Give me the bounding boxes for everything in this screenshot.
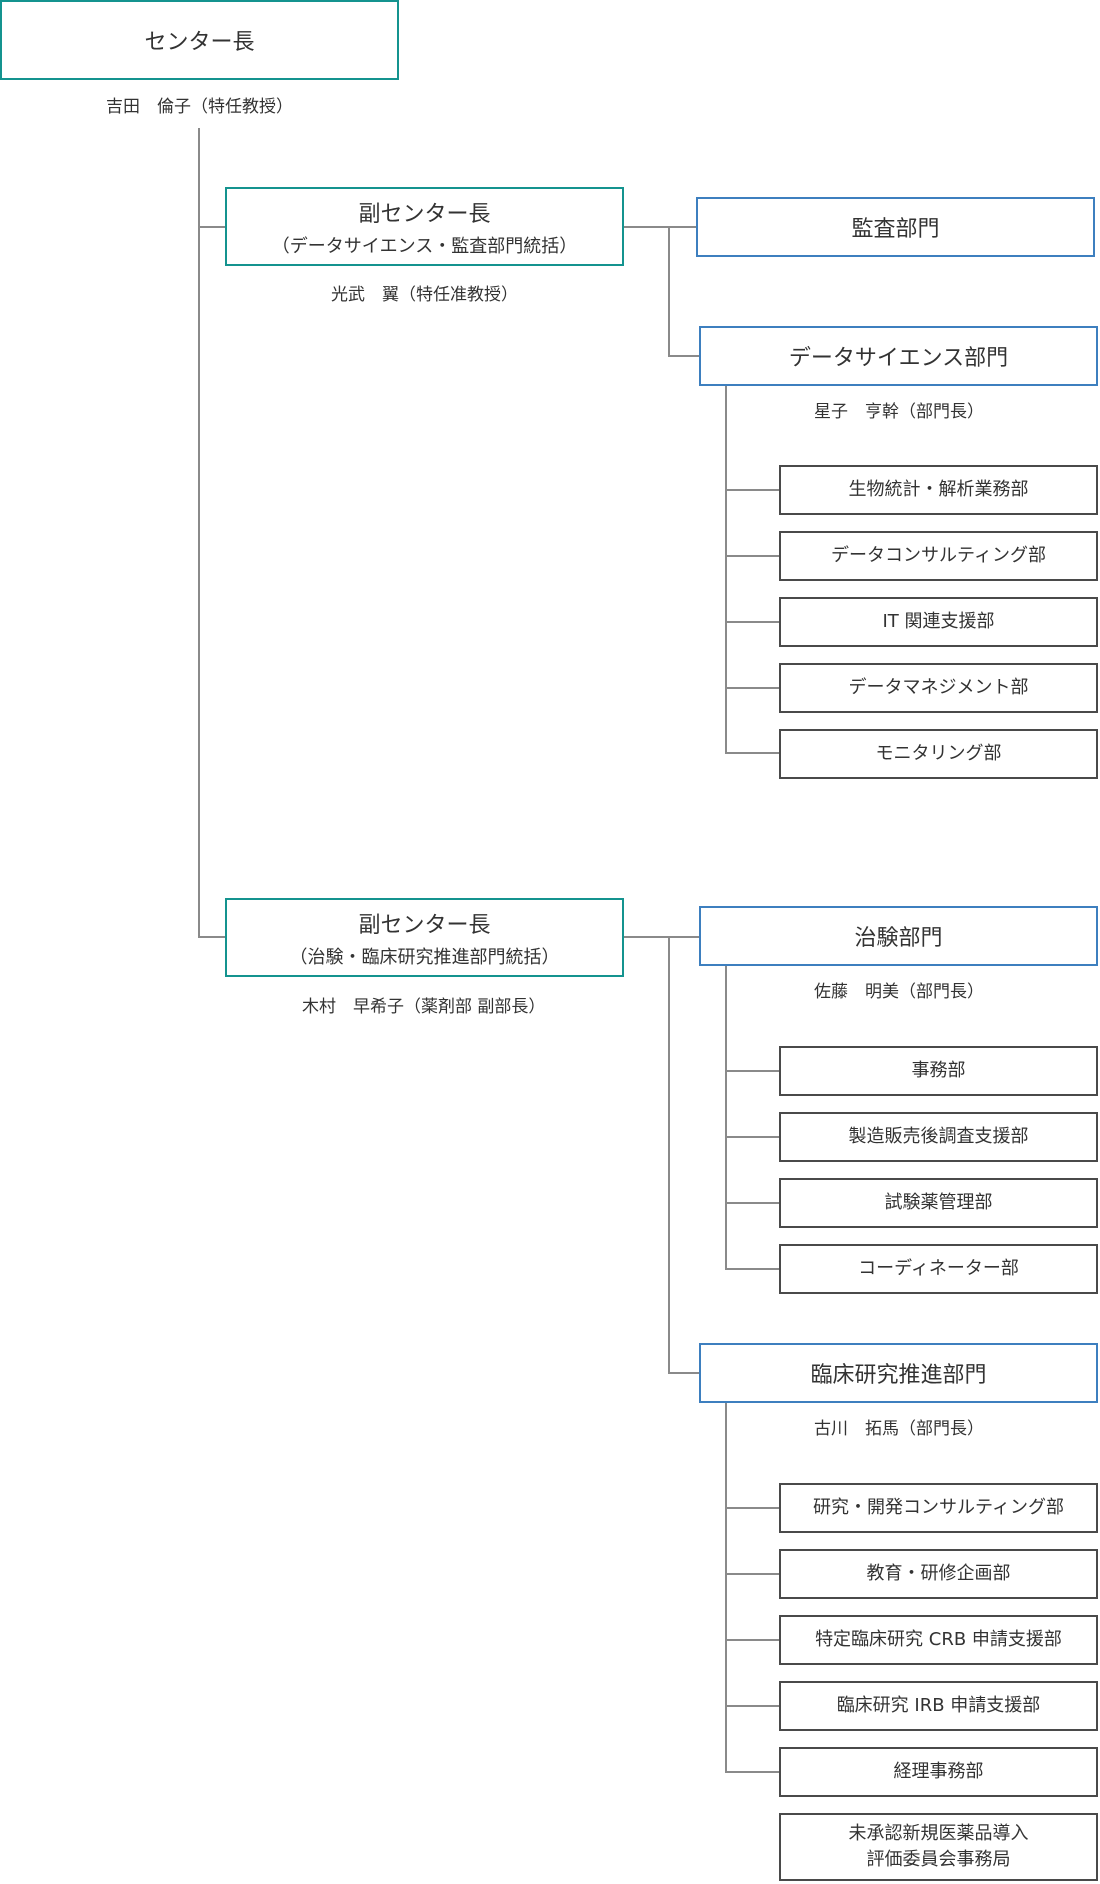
- connector-line: [725, 1771, 779, 1773]
- director-box: センター長: [0, 0, 399, 80]
- committee-office-line-1: 未承認新規医薬品導入: [848, 1823, 1029, 1844]
- connector-line: [725, 1507, 779, 1509]
- unit-label: IT 関連支援部: [882, 611, 995, 632]
- data-science-division-title: データサイエンス部門: [788, 346, 1009, 371]
- unit-box: 製造販売後調査支援部: [779, 1112, 1098, 1162]
- unit-box: データマネジメント部: [779, 663, 1098, 713]
- vice-director-2-name: 木村 早希子（薬剤部 副部長）: [302, 997, 546, 1017]
- connector-line: [725, 489, 779, 491]
- audit-division-box: 監査部門: [696, 197, 1095, 257]
- unit-box: 特定臨床研究 CRB 申請支援部: [779, 1615, 1098, 1665]
- unit-label: 経理事務部: [893, 1761, 984, 1782]
- connector-line: [198, 128, 200, 937]
- connector-line: [725, 1136, 779, 1138]
- clinical-research-head-name: 古川 拓馬（部門長）: [814, 1419, 984, 1439]
- director-title: センター長: [144, 30, 255, 55]
- connector-line: [198, 936, 225, 938]
- unit-box: データコンサルティング部: [779, 531, 1098, 581]
- committee-office-line-2: 評価委員会事務局: [866, 1849, 1011, 1870]
- connector-line: [725, 752, 779, 754]
- connector-line: [725, 965, 727, 1270]
- connector-line: [725, 1705, 779, 1707]
- clinical-trial-division-title: 治験部門: [854, 926, 943, 951]
- connector-line: [198, 226, 225, 228]
- connector-line: [623, 936, 699, 938]
- unit-label: コーディネーター部: [858, 1258, 1019, 1279]
- connector-line: [725, 1070, 779, 1072]
- unit-label: 製造販売後調査支援部: [848, 1126, 1029, 1147]
- connector-line: [725, 555, 779, 557]
- committee-office-box: 未承認新規医薬品導入 評価委員会事務局: [779, 1813, 1098, 1881]
- connector-line: [725, 385, 727, 754]
- clinical-research-division-title: 臨床研究推進部門: [810, 1363, 987, 1388]
- connector-line: [623, 226, 697, 228]
- unit-label: 教育・研修企画部: [866, 1563, 1011, 1584]
- connector-line: [668, 936, 670, 1373]
- connector-line: [725, 1402, 727, 1772]
- vice-director-2-scope: （治験・臨床研究推進部門統括）: [289, 946, 560, 968]
- clinical-research-division-box: 臨床研究推進部門: [699, 1343, 1098, 1403]
- unit-box: 研究・開発コンサルティング部: [779, 1483, 1098, 1533]
- clinical-trial-division-box: 治験部門: [699, 906, 1098, 966]
- data-science-head-name: 星子 亨幹（部門長）: [814, 402, 984, 422]
- unit-box: コーディネーター部: [779, 1244, 1098, 1294]
- connector-line: [725, 621, 779, 623]
- vice-director-1-name: 光武 翼（特任准教授）: [331, 285, 518, 305]
- unit-box: IT 関連支援部: [779, 597, 1098, 647]
- unit-label: データマネジメント部: [848, 677, 1029, 698]
- unit-label: 生物統計・解析業務部: [848, 479, 1029, 500]
- connector-line: [668, 226, 670, 356]
- unit-label: 試験薬管理部: [884, 1192, 993, 1213]
- unit-label: 研究・開発コンサルティング部: [813, 1497, 1064, 1518]
- unit-box: 経理事務部: [779, 1747, 1098, 1797]
- unit-box: 試験薬管理部: [779, 1178, 1098, 1228]
- unit-label: モニタリング部: [875, 743, 1002, 764]
- vice-director-1-box: 副センター長 （データサイエンス・監査部門統括）: [225, 187, 624, 266]
- vice-director-1-title: 副センター長: [358, 201, 491, 227]
- clinical-trial-head-name: 佐藤 明美（部門長）: [814, 982, 984, 1002]
- vice-director-2-title: 副センター長: [358, 912, 491, 938]
- unit-label: 事務部: [911, 1060, 966, 1081]
- unit-box: 教育・研修企画部: [779, 1549, 1098, 1599]
- vice-director-2-box: 副センター長 （治験・臨床研究推進部門統括）: [225, 898, 624, 977]
- audit-division-title: 監査部門: [851, 217, 940, 242]
- connector-line: [668, 1372, 699, 1374]
- connector-line: [668, 355, 699, 357]
- unit-box: 生物統計・解析業務部: [779, 465, 1098, 515]
- connector-line: [725, 1639, 779, 1641]
- unit-box: モニタリング部: [779, 729, 1098, 779]
- unit-box: 事務部: [779, 1046, 1098, 1096]
- connector-line: [725, 1573, 779, 1575]
- vice-director-1-scope: （データサイエンス・監査部門統括）: [271, 235, 578, 257]
- unit-label: 特定臨床研究 CRB 申請支援部: [815, 1629, 1062, 1650]
- connector-line: [725, 1202, 779, 1204]
- connector-line: [725, 1268, 779, 1270]
- connector-line: [725, 687, 779, 689]
- unit-label: 臨床研究 IRB 申請支援部: [836, 1695, 1041, 1716]
- unit-box: 臨床研究 IRB 申請支援部: [779, 1681, 1098, 1731]
- data-science-division-box: データサイエンス部門: [699, 326, 1098, 386]
- unit-label: データコンサルティング部: [831, 545, 1046, 566]
- director-name: 吉田 倫子（特任教授）: [106, 97, 293, 117]
